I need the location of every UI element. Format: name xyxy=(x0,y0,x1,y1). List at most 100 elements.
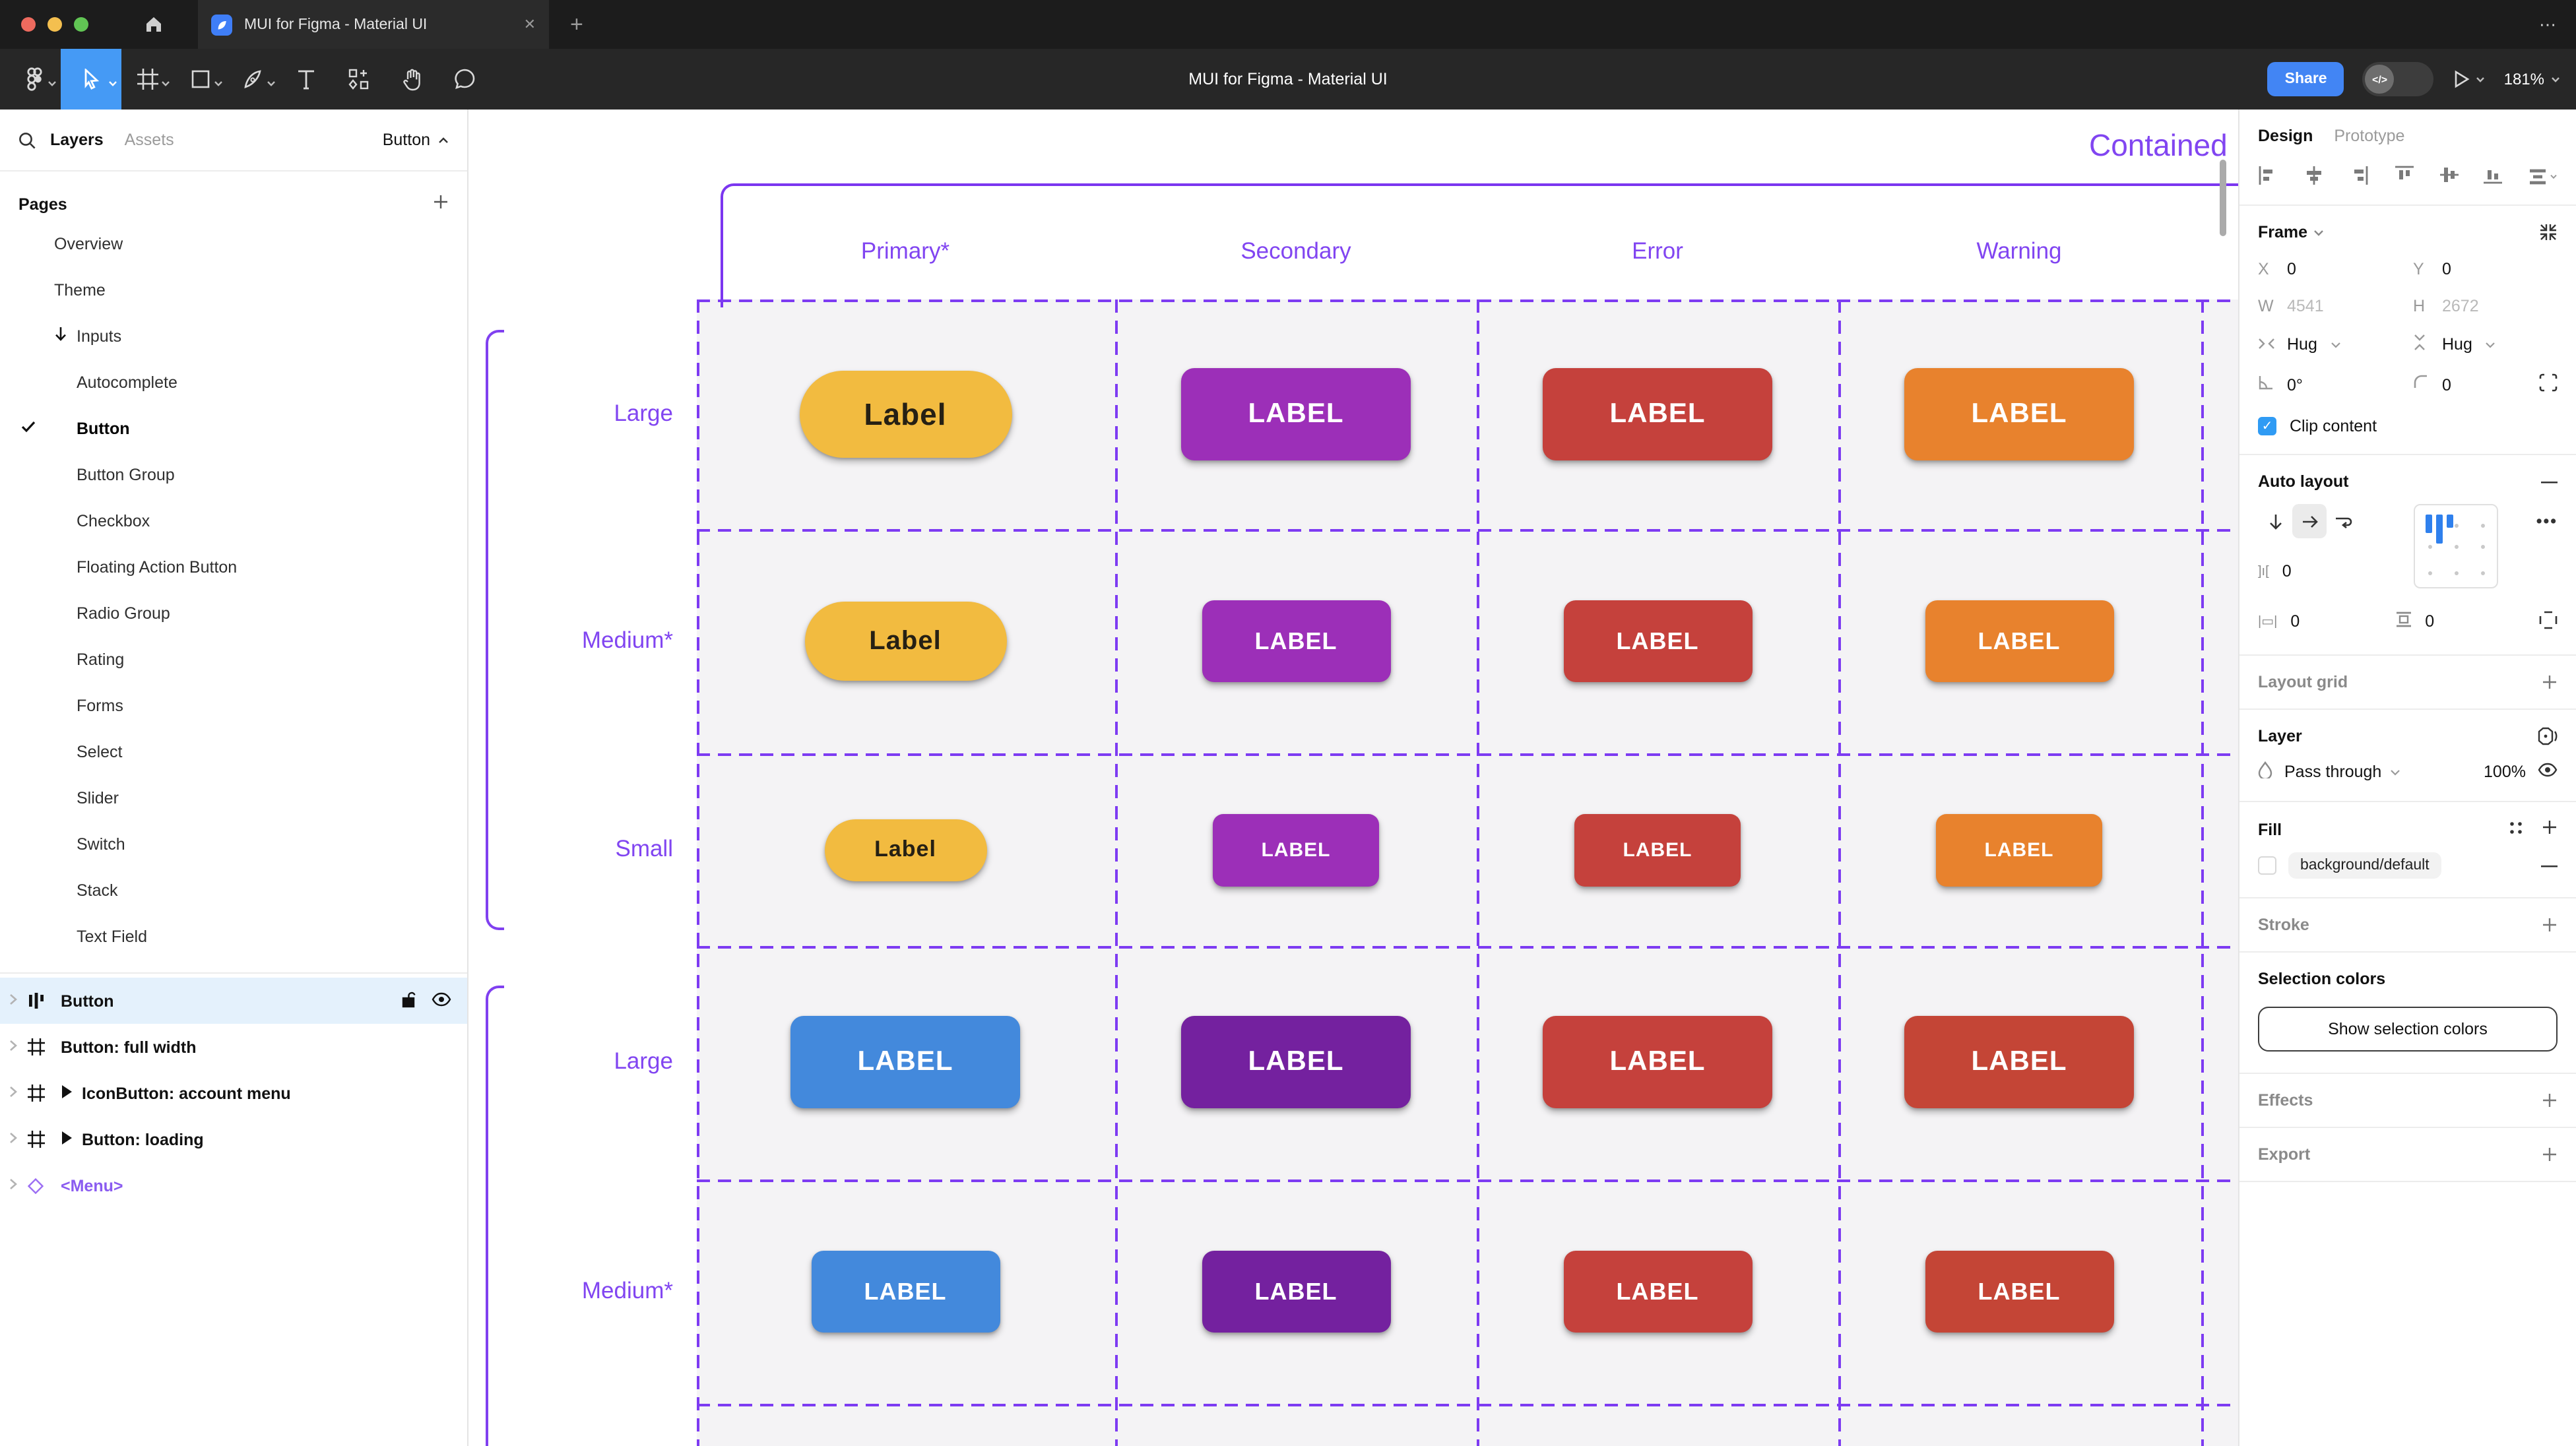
page-item-text-field[interactable]: Text Field xyxy=(77,927,147,945)
align-top-icon[interactable] xyxy=(2395,165,2414,189)
layer-item-button-loading[interactable]: Button: loading xyxy=(0,1116,467,1162)
mui-button-medium-secondary[interactable]: LABEL xyxy=(1202,600,1390,682)
layer-item-iconbutton-account-menu[interactable]: IconButton: account menu xyxy=(0,1070,467,1116)
vertical-resizing-dropdown[interactable]: Hug xyxy=(2413,334,2558,355)
tab-prototype[interactable]: Prototype xyxy=(2334,127,2405,145)
layer-visibility-eye-icon[interactable] xyxy=(2538,763,2558,781)
add-export-button[interactable] xyxy=(2542,1147,2558,1162)
page-item-autocomplete[interactable]: Autocomplete xyxy=(77,373,177,391)
mui-button-large-secondary[interactable]: LABEL xyxy=(1181,368,1411,460)
shrink-to-fit-icon[interactable] xyxy=(2539,223,2558,241)
blend-mode-icon[interactable] xyxy=(2538,727,2558,745)
layout-vertical-icon[interactable] xyxy=(2258,504,2292,538)
align-horizontal-center-icon[interactable] xyxy=(2303,166,2323,188)
rotation-field[interactable]: 0° xyxy=(2258,373,2402,396)
zoom-level-dropdown[interactable]: 181% xyxy=(2504,70,2560,88)
show-selection-colors-button[interactable]: Show selection colors xyxy=(2258,1007,2558,1052)
mui-button-large-warning[interactable]: LABEL xyxy=(1904,1016,2134,1108)
add-page-button[interactable] xyxy=(433,193,449,215)
page-item-forms[interactable]: Forms xyxy=(77,696,123,714)
add-effect-button[interactable] xyxy=(2542,1092,2558,1108)
page-item-stack[interactable]: Stack xyxy=(77,881,118,899)
fill-style-chip[interactable]: background/default xyxy=(2288,852,2441,879)
mui-button-medium-primary[interactable]: Label xyxy=(804,602,1006,681)
remove-auto-layout-button[interactable]: — xyxy=(2541,472,2558,491)
new-tab-button[interactable]: + xyxy=(570,11,583,36)
add-layout-grid-button[interactable] xyxy=(2542,674,2558,690)
add-fill-button[interactable] xyxy=(2542,819,2558,839)
actions-tool-button[interactable] xyxy=(333,49,385,110)
tab-close-icon[interactable]: ✕ xyxy=(523,17,536,33)
mui-button-small-error[interactable]: LABEL xyxy=(1574,813,1741,886)
comment-tool-button[interactable] xyxy=(438,49,491,110)
page-item-overview[interactable]: Overview xyxy=(54,234,123,253)
canvas-scrollbar[interactable] xyxy=(2220,160,2226,236)
tab-assets[interactable]: Assets xyxy=(124,131,174,149)
dev-mode-toggle[interactable]: </> xyxy=(2362,62,2434,96)
mui-button-medium-error[interactable]: LABEL xyxy=(1563,600,1752,682)
align-vertical-center-icon[interactable] xyxy=(2439,165,2459,189)
mui-button-large-primary[interactable]: LABEL xyxy=(790,1016,1020,1108)
mui-button-large-error[interactable]: LABEL xyxy=(1543,368,1772,460)
align-left-icon[interactable] xyxy=(2258,166,2278,188)
independent-corners-icon[interactable] xyxy=(2539,373,2558,396)
blend-mode-dropdown[interactable]: Pass through xyxy=(2284,763,2400,781)
horizontal-padding-value[interactable]: 0 xyxy=(2290,612,2300,631)
clip-content-checkbox[interactable]: ✓ xyxy=(2258,417,2276,435)
window-minimize-button[interactable] xyxy=(48,17,62,32)
share-button[interactable]: Share xyxy=(2267,62,2344,96)
auto-layout-more-icon[interactable]: ••• xyxy=(2536,512,2558,530)
main-menu-button[interactable] xyxy=(8,49,61,110)
window-overflow-menu-icon[interactable]: ⋯ xyxy=(2539,14,2558,34)
page-item-button-group[interactable]: Button Group xyxy=(77,465,175,484)
tab-design[interactable]: Design xyxy=(2258,127,2313,145)
fill-color-swatch[interactable] xyxy=(2258,856,2276,875)
mui-button-medium-error[interactable]: LABEL xyxy=(1563,1251,1752,1333)
page-item-radio-group[interactable]: Radio Group xyxy=(77,604,170,622)
file-tab[interactable]: MUI for Figma - Material UI ✕ xyxy=(198,0,549,49)
frame-tool-button[interactable] xyxy=(121,49,174,110)
expand-chevron-icon[interactable] xyxy=(9,1178,17,1193)
add-stroke-button[interactable] xyxy=(2542,917,2558,933)
individual-padding-icon[interactable] xyxy=(2539,610,2558,633)
gap-field[interactable]: ]ı[ 0 xyxy=(2258,562,2292,581)
page-item-theme[interactable]: Theme xyxy=(54,280,106,299)
align-bottom-icon[interactable] xyxy=(2484,165,2503,189)
layer-item--menu-[interactable]: <Menu> xyxy=(0,1162,467,1209)
expand-chevron-icon[interactable] xyxy=(9,1132,17,1147)
page-selector[interactable]: Button xyxy=(383,131,449,149)
page-item-button[interactable]: Button xyxy=(0,405,467,451)
fill-styles-icon[interactable] xyxy=(2509,820,2523,838)
corner-radius-field[interactable]: 0 xyxy=(2413,373,2558,396)
auto-layout-alignment-widget[interactable] xyxy=(2414,504,2498,588)
mui-button-medium-primary[interactable]: LABEL xyxy=(811,1251,1000,1333)
page-item-slider[interactable]: Slider xyxy=(77,788,119,807)
frame-title-contained[interactable]: Contained xyxy=(2089,128,2228,162)
page-item-checkbox[interactable]: Checkbox xyxy=(77,511,150,530)
page-item-select[interactable]: Select xyxy=(77,742,123,761)
expand-chevron-icon[interactable] xyxy=(9,1040,17,1054)
page-item-rating[interactable]: Rating xyxy=(77,650,125,668)
search-icon[interactable] xyxy=(18,131,36,148)
expand-chevron-icon[interactable] xyxy=(9,993,17,1008)
page-item-floating-action-button[interactable]: Floating Action Button xyxy=(77,557,238,576)
page-item-inputs[interactable]: Inputs xyxy=(0,313,467,359)
horizontal-resizing-dropdown[interactable]: Hug xyxy=(2258,334,2402,355)
mui-button-medium-warning[interactable]: LABEL xyxy=(1925,600,2113,682)
window-zoom-button[interactable] xyxy=(74,17,88,32)
align-right-icon[interactable] xyxy=(2350,166,2369,188)
layer-item-button-full-width[interactable]: Button: full width xyxy=(0,1024,467,1070)
mui-button-small-primary[interactable]: Label xyxy=(824,819,986,881)
vertical-padding-value[interactable]: 0 xyxy=(2425,612,2435,631)
mui-button-large-error[interactable]: LABEL xyxy=(1543,1016,1772,1108)
window-close-button[interactable] xyxy=(21,17,36,32)
clip-content-row[interactable]: ✓ Clip content xyxy=(2239,398,2576,454)
remove-fill-button[interactable]: — xyxy=(2541,856,2558,875)
hand-tool-button[interactable] xyxy=(385,49,438,110)
present-button[interactable] xyxy=(2453,70,2486,88)
